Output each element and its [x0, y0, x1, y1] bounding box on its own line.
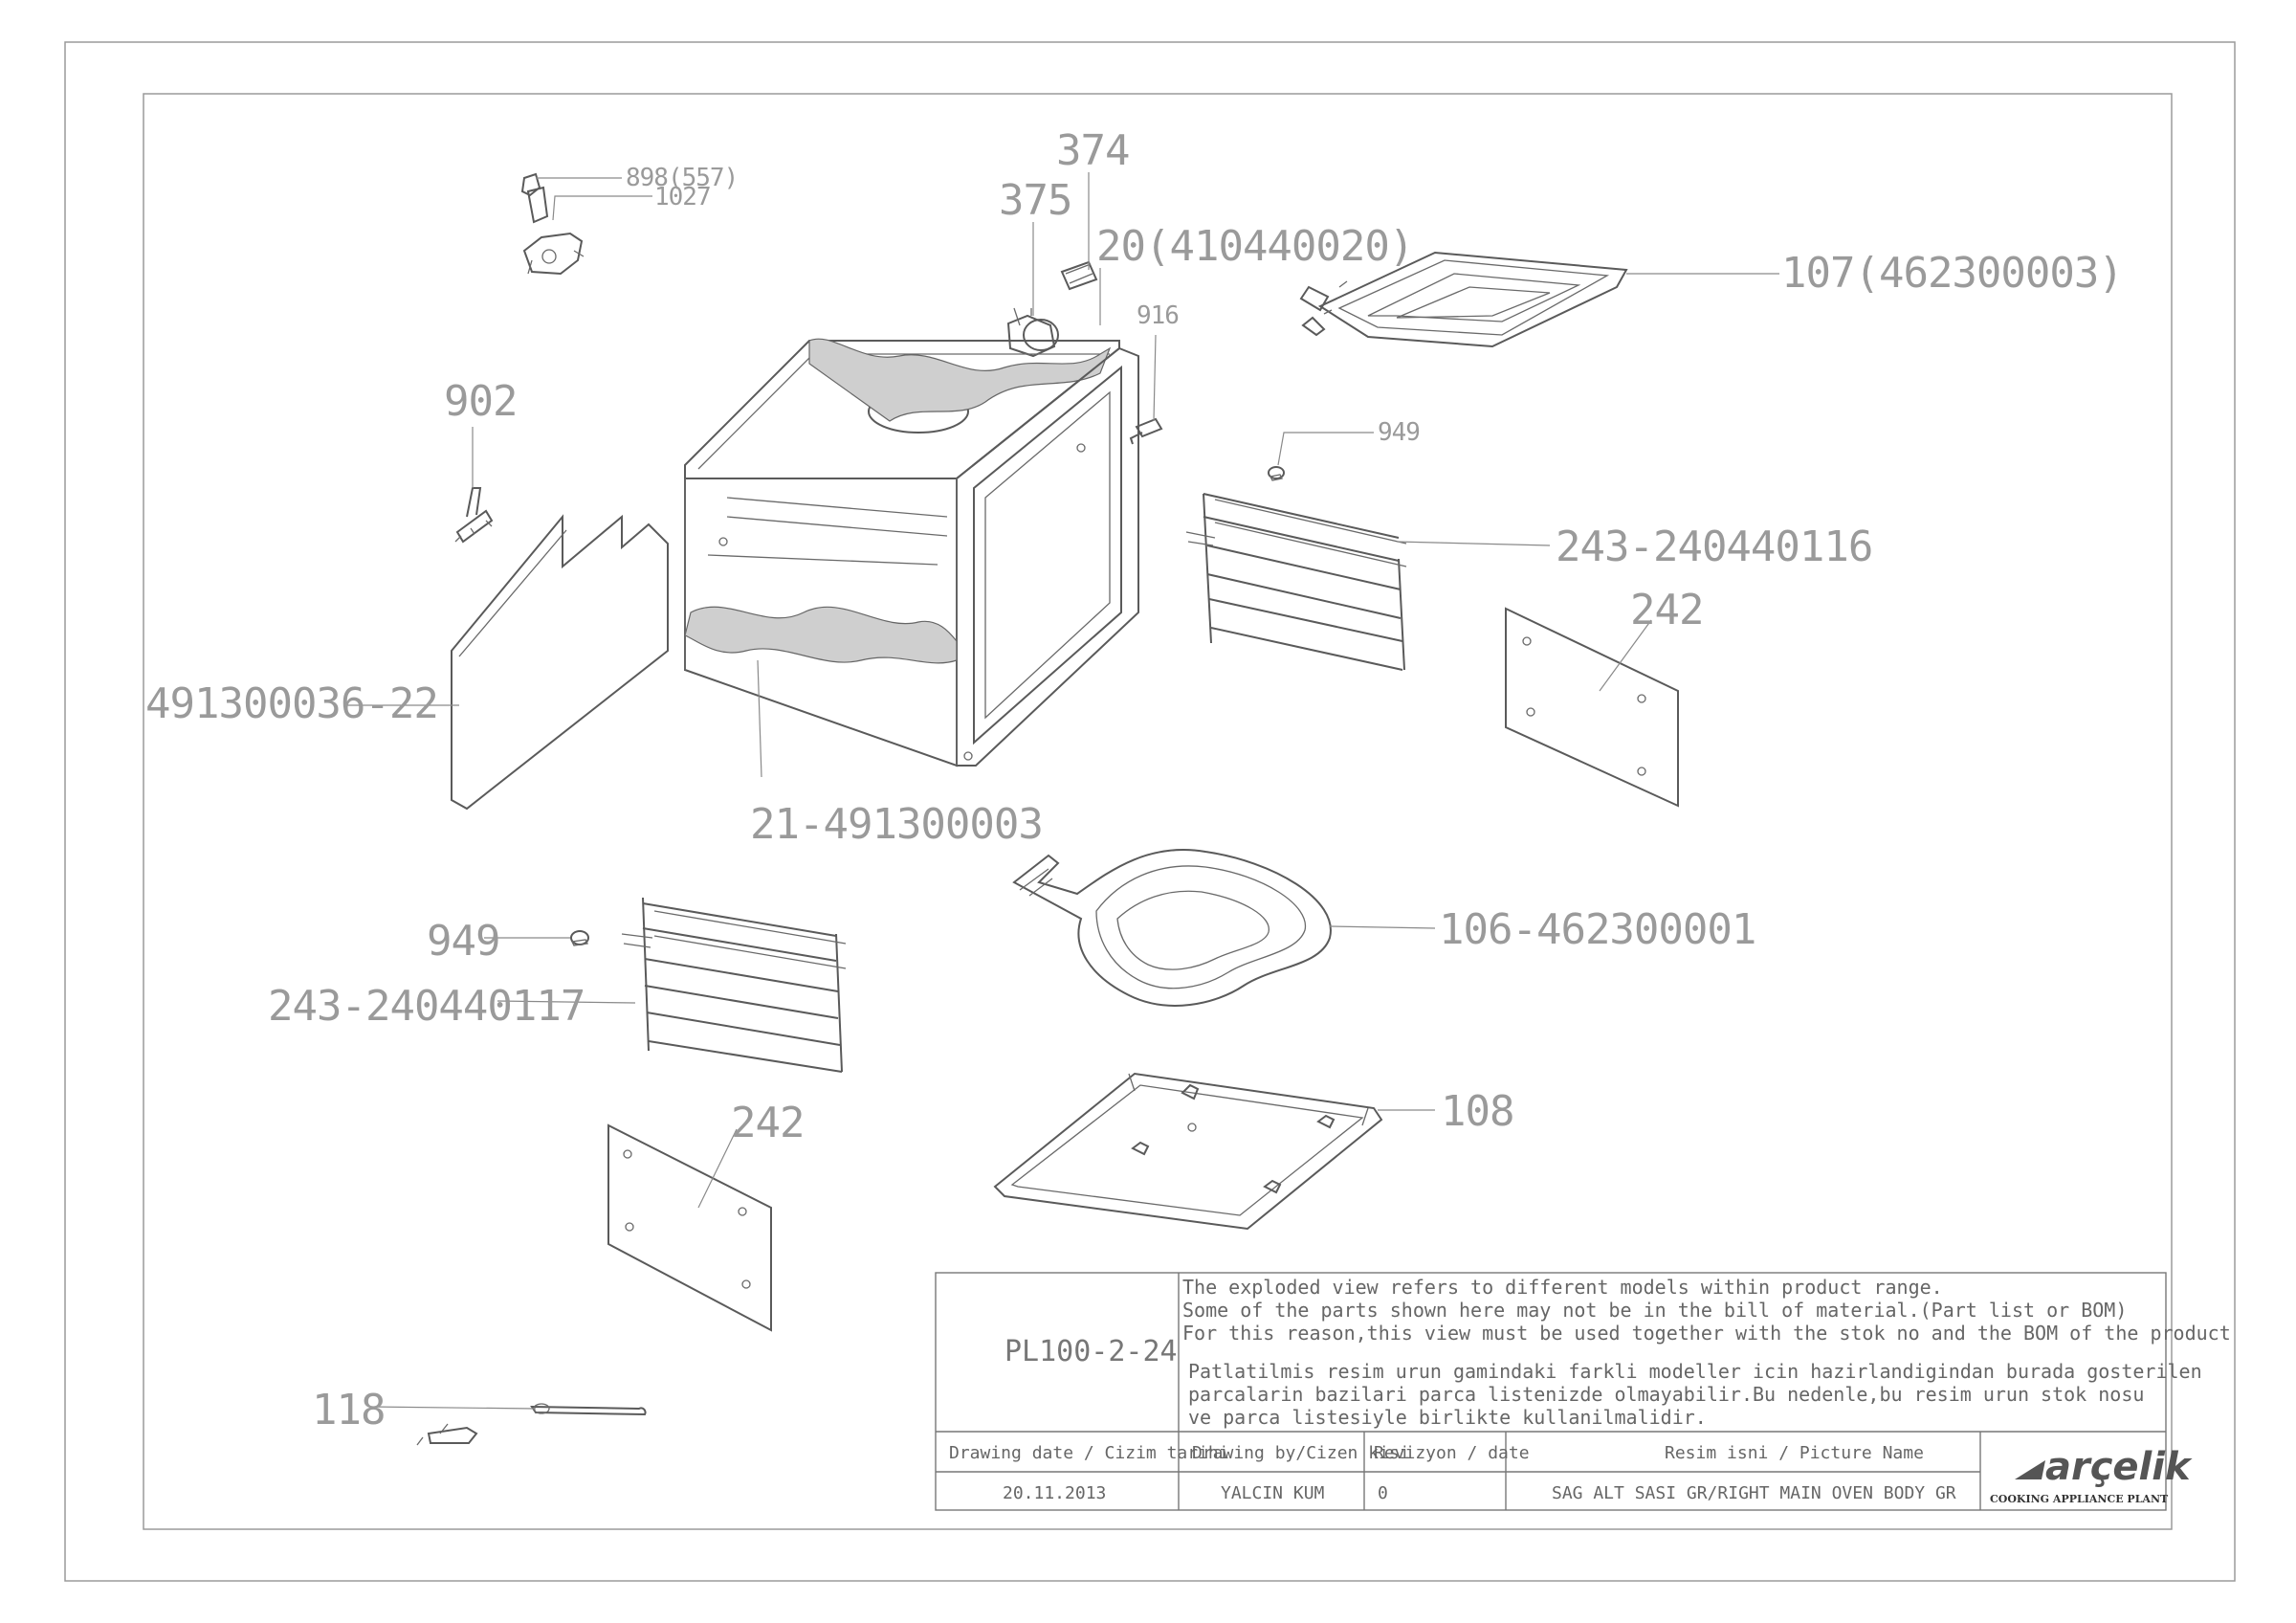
- callout-243-left: 243-240440117: [268, 982, 585, 1031]
- leader-21: [757, 659, 762, 778]
- callout-374: 374: [1056, 126, 1129, 175]
- callout-106: 106-462300001: [1439, 905, 1755, 954]
- title-block: PL100-2-24 The exploded view refers to d…: [935, 1272, 2231, 1511]
- header-drawing-date: Drawing date / Cizim tarihi: [949, 1443, 1229, 1463]
- leader-243-left: [497, 1000, 636, 1004]
- part-heating-element-106: [1012, 849, 1332, 1007]
- leader-949-top: [1277, 432, 1374, 466]
- part-clip-949-left: [570, 930, 589, 946]
- header-drawn-by: Drawing by/Cizen kisi: [1192, 1443, 1410, 1463]
- callout-1027: 1027: [654, 183, 711, 211]
- note-en-2: Some of the parts shown here may not be …: [1182, 1299, 2127, 1322]
- part-side-rack-243-right: [1185, 493, 1407, 671]
- callout-108: 108: [1441, 1087, 1513, 1136]
- part-screw-916: [1129, 417, 1163, 445]
- part-knob-374: [1060, 260, 1098, 291]
- part-oven-body-21: [684, 338, 1139, 767]
- callout-243-right: 243-240440116: [1556, 522, 1872, 571]
- leader-1027: [552, 195, 652, 221]
- leader-106: [1329, 925, 1436, 929]
- note-tr-2: parcalarin bazilari parca listenizde olm…: [1188, 1383, 2144, 1406]
- value-drawing-date: 20.11.2013: [1003, 1483, 1106, 1503]
- callout-949-left: 949: [427, 917, 499, 966]
- header-revision: Revizyon / date: [1374, 1443, 1530, 1463]
- part-side-rack-243-left: [621, 897, 847, 1073]
- callout-898: 898(557): [626, 164, 738, 192]
- part-insulation-491: [451, 514, 669, 811]
- part-knob-375: [1006, 307, 1059, 358]
- value-revision: 0: [1378, 1483, 1388, 1503]
- callout-107: 107(462300003): [1781, 249, 2123, 298]
- callout-491: 491300036-22: [145, 679, 438, 728]
- note-en-1: The exploded view refers to different mo…: [1182, 1276, 1943, 1299]
- leader-118: [368, 1406, 537, 1410]
- logo-mark: [2015, 1460, 2045, 1479]
- inner-frame: [143, 93, 2173, 1530]
- note-tr-3: ve parca listesiyle birlikte kullanilmal…: [1188, 1406, 1707, 1429]
- part-bracket-898: [520, 172, 585, 276]
- leader-916: [1153, 334, 1157, 422]
- leader-243-right: [1396, 541, 1551, 546]
- part-panel-242-right: [1505, 607, 1679, 808]
- callout-21: 21-491300003: [750, 800, 1043, 849]
- outer-frame: [64, 41, 2236, 1582]
- leader-242-left: [697, 1128, 738, 1209]
- brand-logo-subtitle: COOKING APPLIANCE PLANT: [1990, 1493, 2169, 1505]
- part-connector-902: [454, 487, 494, 544]
- callout-242-right: 242: [1630, 586, 1703, 634]
- callout-242-left: 242: [731, 1099, 804, 1147]
- part-tray-108: [993, 1072, 1383, 1231]
- part-clip-949-top: [1268, 466, 1285, 481]
- leader-242-right: [1599, 619, 1652, 692]
- callout-916: 916: [1137, 301, 1179, 330]
- note-en-3: For this reason,this view must be used t…: [1182, 1322, 2231, 1345]
- callout-949-top: 949: [1378, 418, 1420, 447]
- header-picture-name: Resim isni / Picture Name: [1665, 1443, 1924, 1463]
- callout-902: 902: [444, 377, 517, 426]
- part-pin-118: [416, 1403, 647, 1446]
- value-drawn-by: YALCIN KUM: [1221, 1483, 1325, 1503]
- note-tr-1: Patlatilmis resim urun gamindaki farkli …: [1188, 1360, 2202, 1383]
- part-grill-element-107: [1299, 251, 1628, 348]
- part-panel-242-left: [607, 1123, 772, 1332]
- value-picture-name: SAG ALT SASI GR/RIGHT MAIN OVEN BODY GR: [1552, 1483, 1956, 1503]
- brand-logo: arçelik: [2045, 1445, 2193, 1489]
- callout-20: 20(410440020): [1096, 222, 1413, 271]
- callout-118: 118: [312, 1386, 385, 1434]
- callout-375: 375: [999, 176, 1071, 225]
- drawing-code: PL100-2-24: [1004, 1335, 1178, 1368]
